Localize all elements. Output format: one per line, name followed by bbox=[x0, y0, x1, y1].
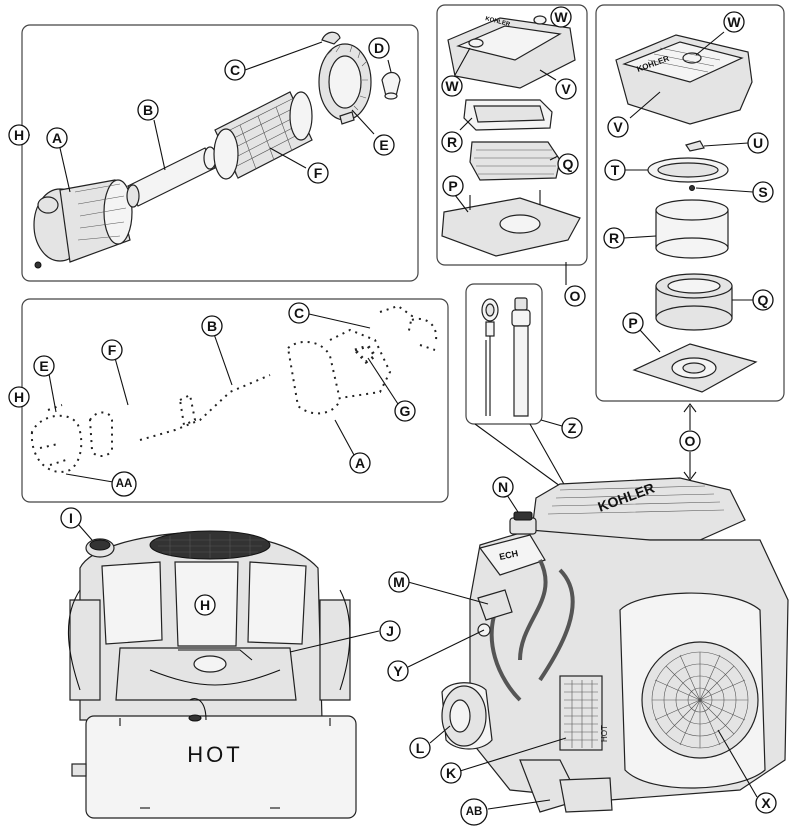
callouts-panel-3: W W V R Q P O bbox=[441, 6, 586, 307]
callouts-panel-4: W V U T S R Q P O bbox=[603, 11, 774, 481]
callout-e: E bbox=[379, 137, 388, 153]
engine-front-view: KOHLER ECH bbox=[387, 476, 789, 826]
callout-a: A bbox=[52, 130, 62, 146]
panel-heavy-duty-air-cleaner: H A B C D E F bbox=[8, 24, 419, 282]
oil-fill-tube bbox=[511, 297, 531, 417]
callout-m: M bbox=[393, 574, 405, 590]
engine-side-view: HOT I H J bbox=[60, 507, 401, 819]
paper-element bbox=[469, 141, 561, 181]
callout-p-2: P bbox=[628, 315, 637, 331]
callout-a-2: A bbox=[355, 455, 365, 471]
callout-j: J bbox=[386, 623, 394, 639]
panel-dipstick: Z bbox=[465, 283, 583, 487]
panel-round-air-cleaner: KOHLER bbox=[595, 4, 785, 481]
callout-o: O bbox=[570, 288, 581, 304]
panel-frame-2 bbox=[21, 298, 449, 503]
callout-f: F bbox=[314, 165, 323, 181]
callout-t: T bbox=[611, 162, 620, 178]
callout-b-2: B bbox=[207, 318, 217, 334]
engine-base bbox=[519, 759, 613, 813]
callout-x: X bbox=[761, 795, 771, 811]
callout-w: W bbox=[554, 9, 568, 25]
callout-q-2: Q bbox=[758, 292, 769, 308]
standard-cover: KOHLER bbox=[447, 15, 576, 89]
callout-c: C bbox=[230, 62, 240, 78]
outer-element bbox=[213, 91, 313, 180]
round-cover: KOHLER bbox=[615, 34, 753, 125]
callout-o-2: O bbox=[685, 433, 696, 449]
callout-h: H bbox=[14, 127, 24, 143]
engine-hoses bbox=[477, 559, 575, 702]
callout-d: D bbox=[374, 40, 384, 56]
blower-housing bbox=[619, 592, 766, 789]
callout-l: L bbox=[416, 740, 425, 756]
callout-v: V bbox=[561, 81, 571, 97]
callout-f-2: F bbox=[108, 342, 117, 358]
callouts-panel-1: H A B C D E F bbox=[8, 37, 395, 193]
round-base-plate bbox=[632, 343, 758, 393]
callout-h-3: H bbox=[200, 597, 210, 613]
oil-fill-cap-n bbox=[509, 511, 537, 535]
oil-cooler: HOT bbox=[559, 675, 609, 751]
wing-nut bbox=[685, 140, 705, 152]
dipstick bbox=[481, 298, 499, 416]
panel-dotted-air-cleaner: H E F B C G A AA bbox=[8, 298, 449, 503]
callouts-side-view: I H J bbox=[60, 507, 401, 653]
muffler-hot-label: HOT bbox=[187, 742, 242, 767]
callout-w-3: W bbox=[727, 14, 741, 30]
engine-air-cleaner-cover: KOHLER bbox=[531, 477, 746, 541]
callout-z: Z bbox=[568, 420, 577, 436]
round-paper-element bbox=[655, 273, 733, 331]
base-plate bbox=[441, 190, 581, 257]
callout-b: B bbox=[143, 102, 153, 118]
callout-ab: AB bbox=[466, 806, 483, 818]
callout-h-2: H bbox=[14, 389, 24, 405]
rubber-valve bbox=[381, 71, 401, 100]
callout-c-2: C bbox=[294, 305, 304, 321]
callouts-front-view: N M Y L K X AB bbox=[387, 476, 777, 826]
callout-r-2: R bbox=[609, 230, 619, 246]
panel-frame-5 bbox=[465, 283, 543, 425]
element-cover bbox=[647, 157, 729, 191]
inner-element bbox=[126, 146, 217, 208]
callout-e-2: E bbox=[39, 358, 48, 374]
callout-w-2: W bbox=[445, 78, 459, 94]
panel-standard-air-cleaner: KOHLER W W bbox=[436, 4, 588, 307]
callout-q: Q bbox=[563, 156, 574, 172]
callout-aa: AA bbox=[116, 478, 133, 490]
callouts-panel-2: H E F B C G A AA bbox=[8, 302, 416, 497]
callout-y: Y bbox=[393, 663, 403, 679]
callout-n: N bbox=[498, 479, 508, 495]
oil-filter bbox=[441, 682, 493, 750]
engine-badge: ECH bbox=[498, 548, 519, 562]
callout-v-2: V bbox=[613, 119, 623, 135]
engine-hot-side: HOT bbox=[600, 725, 609, 742]
air-cleaner-housing bbox=[33, 179, 133, 269]
muffler: HOT bbox=[71, 698, 357, 819]
oil-filler-cap bbox=[85, 538, 115, 558]
round-precleaner bbox=[655, 199, 729, 259]
callout-r: R bbox=[447, 134, 457, 150]
callout-i: I bbox=[69, 510, 73, 526]
air-cleaner-cover bbox=[318, 31, 372, 125]
callout-u: U bbox=[753, 135, 763, 151]
callout-k: K bbox=[446, 765, 456, 781]
callout-g: G bbox=[400, 403, 411, 419]
callout-p: P bbox=[448, 178, 457, 194]
callout-s: S bbox=[758, 184, 767, 200]
precleaner-ring bbox=[463, 99, 553, 131]
